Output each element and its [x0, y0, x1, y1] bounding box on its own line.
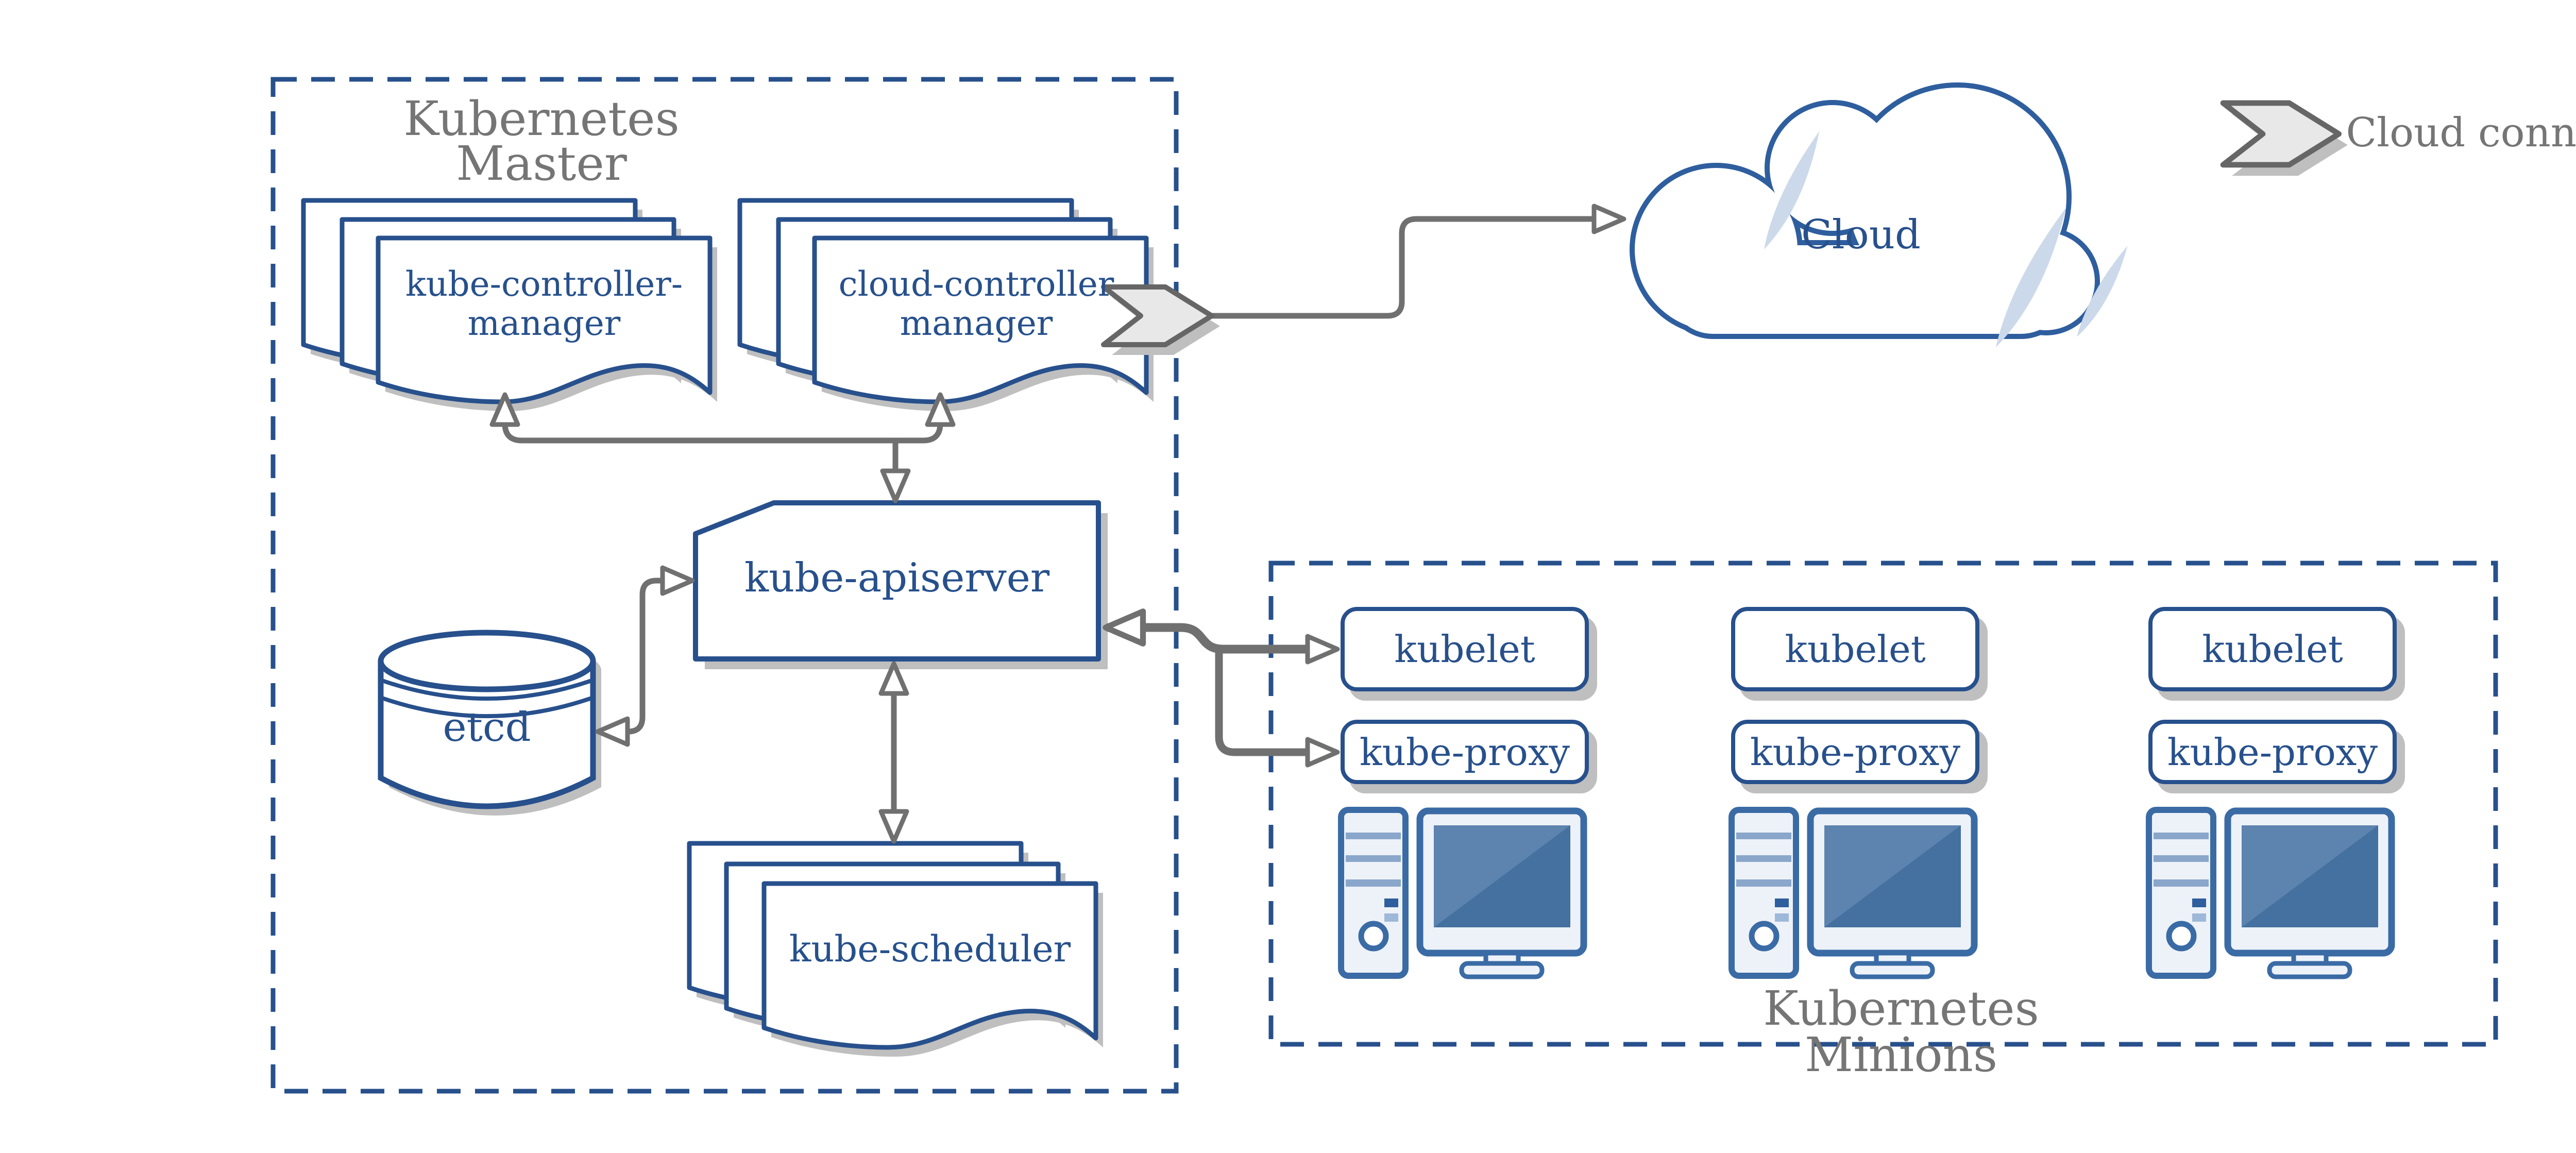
minions-title-line1: Kubernetes — [1763, 981, 2039, 1036]
desktop-computer-icon — [1341, 810, 1584, 977]
cloud-highlight-crescents — [1764, 131, 2128, 347]
connector-controllers-junction — [502, 409, 943, 444]
etcd-cylinder — [378, 630, 601, 816]
desktop-computer-icon — [1732, 810, 1974, 977]
connector-apiserver-kubeproxy — [1215, 646, 1333, 756]
kubelet-box-node3: kubelet — [2148, 607, 2397, 691]
kubernetes-minions-group-border — [1268, 561, 2498, 1047]
kubelet-label: kubelet — [1785, 628, 1926, 671]
kube-proxy-label: kube-proxy — [1359, 730, 1570, 774]
connector-chevron-cloud — [1209, 216, 1619, 319]
connector-apiserver-etcd — [599, 578, 692, 735]
legend-chevron-icon — [2223, 103, 2348, 176]
kubelet-label: kubelet — [1394, 628, 1535, 671]
kube-scheduler-label: kube-scheduler — [789, 928, 1071, 970]
kubelet-box-node1: kubelet — [1341, 607, 1589, 691]
cloud-shape — [1630, 82, 2128, 347]
kubelet-label: kubelet — [2202, 628, 2343, 671]
kube-proxy-label: kube-proxy — [1750, 730, 1961, 774]
kubelet-box-node2: kubelet — [1731, 607, 1979, 691]
kube-proxy-label: kube-proxy — [2167, 730, 2378, 774]
etcd-label: etcd — [443, 704, 531, 751]
kube-apiserver-card — [693, 500, 1108, 669]
kube-controller-manager-label-line1: kube-controller- — [405, 264, 683, 304]
kube-proxy-box-node3: kube-proxy — [2148, 720, 2397, 784]
connectors — [502, 216, 1619, 840]
master-title-line2: Master — [456, 136, 627, 191]
kube-proxy-box-node1: kube-proxy — [1341, 720, 1589, 784]
kube-apiserver-label: kube-apiserver — [744, 555, 1050, 601]
legend-label: Cloud connector — [2346, 110, 2576, 156]
cloud-label: Cloud — [1801, 212, 1921, 258]
kubernetes-master-group-border — [270, 77, 1179, 1094]
kube-controller-manager-label-line2: manager — [467, 303, 621, 343]
master-title-line1: Kubernetes — [403, 91, 680, 146]
cloud-controller-manager-label-line2: manager — [900, 303, 1053, 343]
cloud-controller-manager-label-line1: cloud-controller — [838, 264, 1114, 304]
minions-title-line2: Minions — [1804, 1027, 1998, 1082]
kube-proxy-box-node2: kube-proxy — [1731, 720, 1979, 784]
desktop-computer-icon — [2149, 810, 2392, 977]
